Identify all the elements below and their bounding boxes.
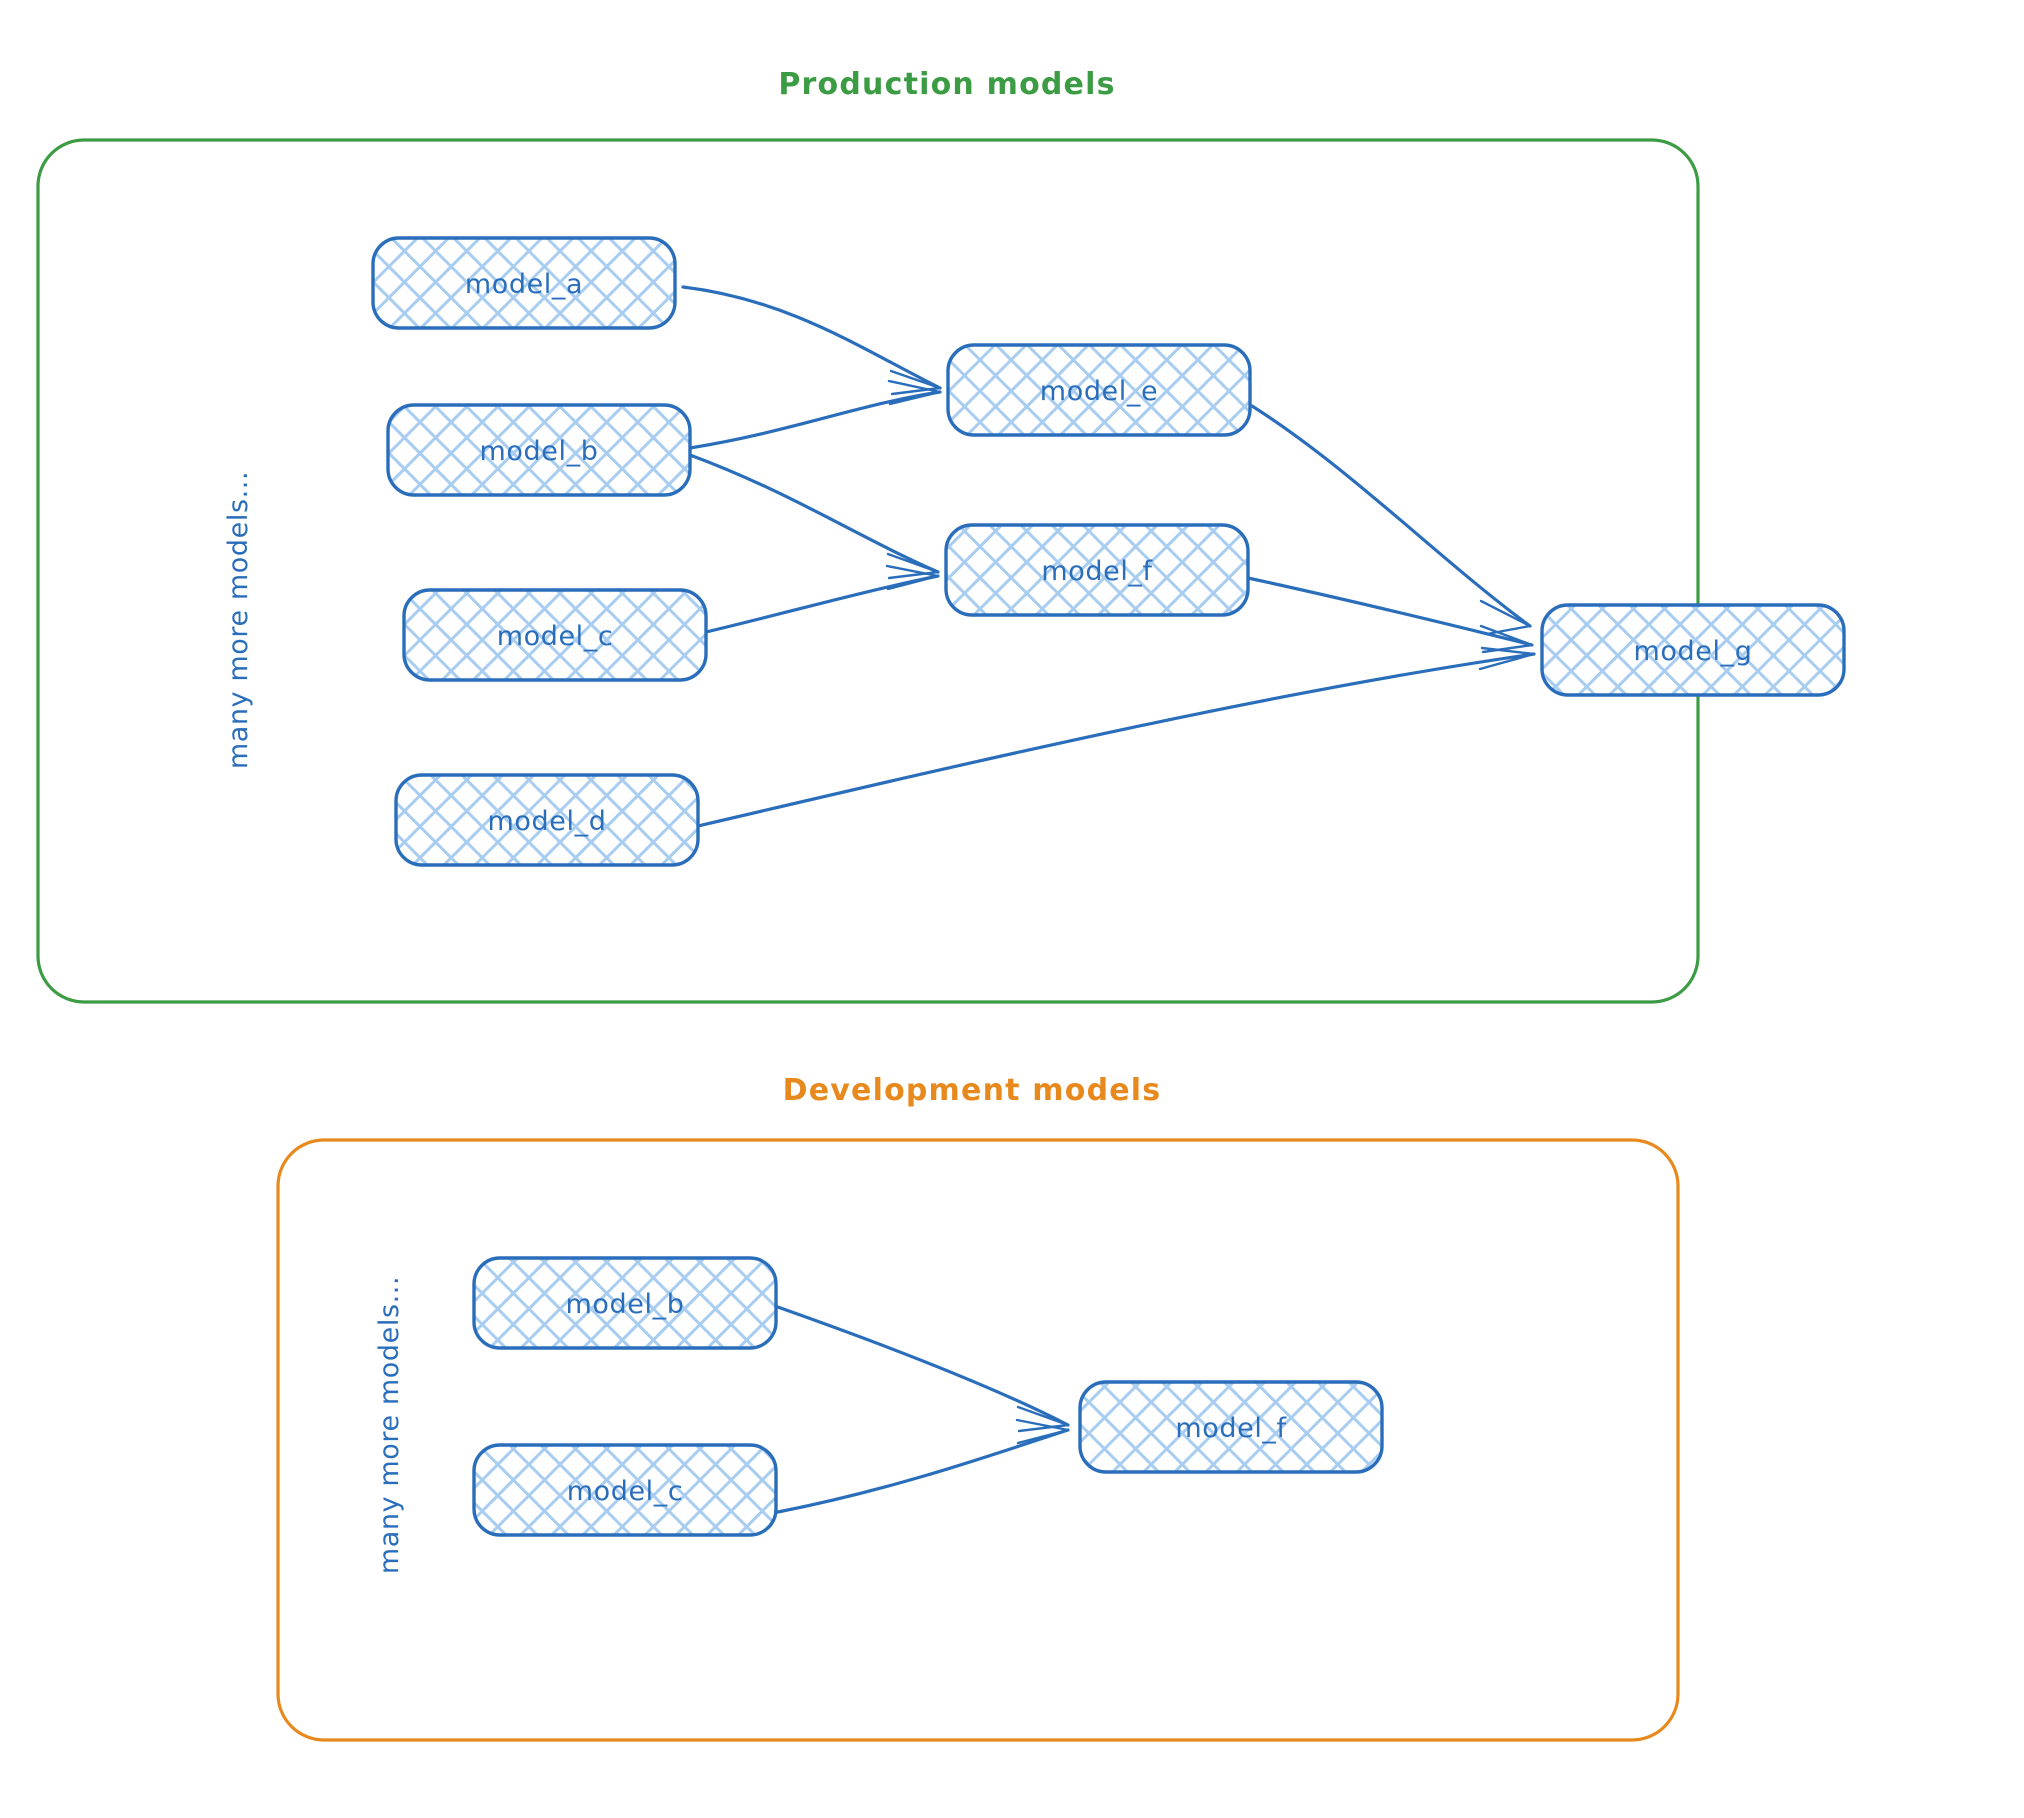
edge-arrowhead-f-g-lower: [1481, 643, 1534, 654]
side-label-development: many more models...: [374, 1276, 405, 1574]
group-border-development: [276, 1138, 1680, 1742]
node-prod-model-d[interactable]: model_d: [394, 773, 700, 867]
edges-production: [681, 285, 1536, 828]
node-prod-model-a[interactable]: model_a: [371, 236, 677, 330]
side-label-production: many more models...: [223, 471, 254, 769]
edge-model-b-to-model-e: [688, 390, 942, 450]
node-box[interactable]: [1540, 603, 1846, 697]
edge-arrowhead-b-e-upper: [887, 379, 942, 394]
group-title-development: Development models: [783, 1073, 1162, 1108]
edge-arrowhead-d-g-upper: [1480, 646, 1536, 656]
node-label: model_b: [566, 1289, 685, 1320]
edge-model-b-to-model-f: [688, 453, 940, 574]
node-box[interactable]: [944, 523, 1250, 617]
node-dev-model-f[interactable]: model_f: [1078, 1380, 1384, 1474]
node-label: model_f: [1041, 556, 1153, 587]
group-border-production: [36, 138, 1700, 1004]
edge-arrowhead-b-f-lower: [887, 570, 940, 580]
edge-model-d-to-model-g: [696, 652, 1536, 828]
node-prod-model-b[interactable]: model_b: [386, 403, 692, 497]
edge-dev-model-b-to-model-f: [770, 1303, 1070, 1427]
edge-arrowhead-b-f-upper: [886, 552, 940, 574]
node-label: model_b: [480, 436, 599, 467]
group-production: Production models many more models...: [36, 67, 1846, 1004]
edge-model-c-to-model-f: [704, 574, 940, 634]
edge-model-f-to-model-g: [1246, 576, 1534, 647]
node-box[interactable]: [472, 1256, 778, 1350]
edge-arrowhead-dev-c-f-lower: [1016, 1428, 1070, 1445]
node-prod-model-f[interactable]: model_f: [944, 523, 1250, 617]
edge-arrowhead-f-g-upper: [1479, 624, 1534, 647]
node-label: model_c: [567, 1476, 684, 1507]
edge-arrowhead-d-g-lower: [1478, 652, 1536, 671]
node-box[interactable]: [472, 1443, 778, 1537]
node-label: model_g: [1634, 636, 1753, 667]
node-dev-model-c[interactable]: model_c: [472, 1443, 778, 1537]
edge-model-a-to-model-e: [681, 285, 942, 390]
edge-model-e-to-model-g: [1250, 404, 1532, 628]
group-title-production: Production models: [778, 67, 1115, 102]
node-box[interactable]: [394, 773, 700, 867]
node-box[interactable]: [386, 403, 692, 497]
node-label: model_c: [497, 621, 614, 652]
node-label: model_a: [465, 269, 583, 300]
node-label: model_d: [488, 806, 607, 837]
edge-arrowhead-dev-b-f-upper: [1016, 1405, 1070, 1427]
edge-arrowhead-c-f-upper: [885, 564, 940, 578]
edge-arrowhead-dev-c-f-upper: [1015, 1418, 1070, 1432]
node-box[interactable]: [371, 236, 677, 330]
node-label: model_f: [1175, 1413, 1287, 1444]
node-box[interactable]: [402, 588, 708, 682]
edge-arrowhead-e-g-lower: [1485, 624, 1532, 636]
edges-development: [770, 1303, 1070, 1514]
group-development: Development models many more models... m…: [276, 1073, 1680, 1742]
edge-arrowhead-b-e-lower: [888, 390, 942, 406]
edge-arrowhead-c-f-lower: [886, 574, 940, 591]
edge-dev-model-c-to-model-f: [776, 1428, 1070, 1514]
edge-arrowhead-dev-b-f-lower: [1017, 1423, 1070, 1433]
edge-arrowhead-e-g-upper: [1479, 599, 1532, 628]
node-box[interactable]: [946, 343, 1252, 437]
edge-arrowhead-a-e-upper: [889, 369, 942, 390]
node-dev-model-b[interactable]: model_b: [472, 1256, 778, 1350]
node-box[interactable]: [1078, 1380, 1384, 1474]
node-label: model_e: [1040, 376, 1158, 407]
node-prod-model-e[interactable]: model_e: [946, 343, 1252, 437]
node-prod-model-c[interactable]: model_c: [402, 588, 708, 682]
edge-arrowhead-a-e-lower: [890, 386, 942, 396]
node-prod-model-g[interactable]: model_g: [1540, 603, 1846, 697]
